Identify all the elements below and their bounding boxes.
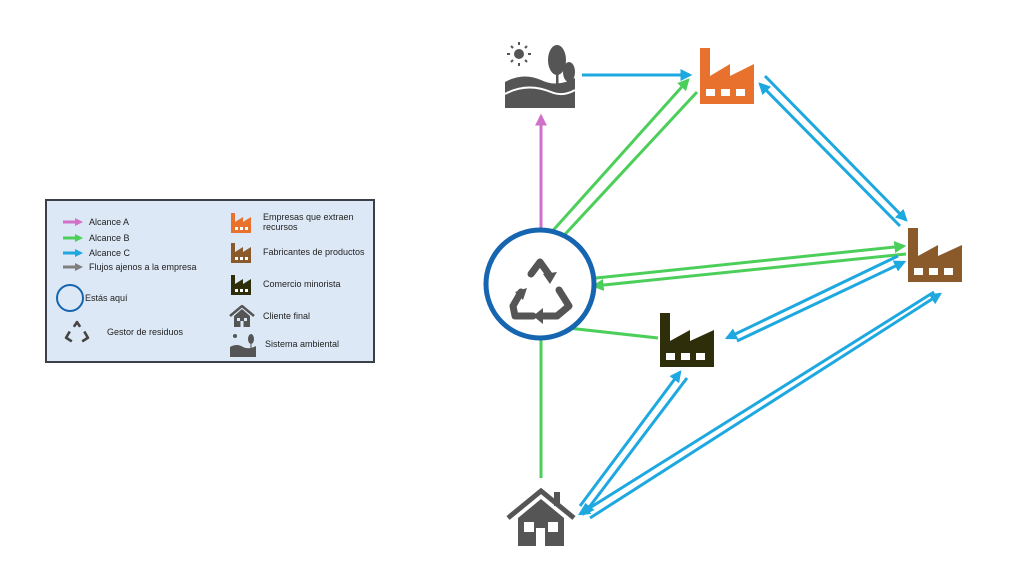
flows-layer xyxy=(535,69,943,520)
flow-arrow-manufacturer-to-extractor xyxy=(758,82,902,228)
house-icon xyxy=(506,487,576,546)
legend-item-scope-b: Alcance B xyxy=(63,233,130,243)
flow-arrow-manufacturer-to-customer xyxy=(577,290,935,516)
legend-item-scope-c: Alcance C xyxy=(63,248,130,258)
flow-arrow-customer-to-manufacturer xyxy=(589,292,943,520)
arrow-icon xyxy=(63,218,83,226)
flow-arrow-customer-to-retailer xyxy=(578,370,682,507)
recycle-icon xyxy=(509,258,573,324)
flow-arrow-waste-manager-to-extractor xyxy=(546,78,690,238)
node-environment[interactable] xyxy=(504,42,576,108)
factory-icon xyxy=(231,213,251,233)
legend: Alcance A Alcance B Alcance C Flujos aje… xyxy=(45,199,375,363)
legend-label: Alcance C xyxy=(89,248,131,258)
legend-item-you-are-here: Estás aquí xyxy=(55,283,128,313)
legend-label: Alcance B xyxy=(89,233,130,243)
legend-item-manufacturer: Fabricantes de productos xyxy=(229,241,365,263)
flow-arrow-manufacturer-to-waste-manager xyxy=(591,252,907,291)
legend-label: Sistema ambiental xyxy=(265,339,340,349)
node-waste-manager[interactable] xyxy=(483,227,597,341)
arrow-icon xyxy=(63,263,83,271)
factory-icon xyxy=(700,48,754,104)
factory-icon xyxy=(231,275,251,295)
legend-label: Flujos ajenos a la empresa xyxy=(89,262,197,272)
legend-label: Alcance A xyxy=(89,217,130,227)
node-manufacturer[interactable] xyxy=(908,228,962,282)
flow-arrow-retailer-to-customer xyxy=(582,377,689,516)
landscape-icon xyxy=(504,42,576,108)
legend-item-customer: Cliente final xyxy=(229,305,310,327)
legend-item-scope-a: Alcance A xyxy=(63,217,129,227)
legend-label: Gestor de residuos xyxy=(107,327,184,337)
flow-arrow-waste-manager-to-manufacturer xyxy=(595,241,907,280)
you-are-here-ring xyxy=(483,227,597,341)
flow-arrow-manufacturer-to-retailer xyxy=(724,254,899,340)
factory-icon xyxy=(908,228,962,282)
factory-icon xyxy=(660,313,714,367)
flow-arrow-extractor-to-waste-manager xyxy=(554,90,699,246)
arrow-icon xyxy=(63,249,83,257)
legend-item-extractor: Empresas que extraen recursos xyxy=(229,211,363,233)
landscape-icon xyxy=(230,334,256,357)
legend-label: Fabricantes de productos xyxy=(263,247,365,257)
legend-label: Comercio minorista xyxy=(263,279,341,289)
legend-item-external-flows: Flujos ajenos a la empresa xyxy=(63,262,197,272)
legend-label: Estás aquí xyxy=(85,293,128,303)
circle-icon xyxy=(56,284,84,312)
factory-icon xyxy=(231,243,251,263)
flow-arrow-extractor-to-manufacturer xyxy=(763,74,908,222)
arrow-icon xyxy=(63,234,83,242)
legend-label: Cliente final xyxy=(263,311,311,321)
legend-label: Empresas que extraen recursos xyxy=(263,212,354,232)
legend-item-waste-manager: Gestor de residuos xyxy=(63,319,183,345)
node-retailer[interactable] xyxy=(660,313,714,367)
flow-arrow-retailer-to-manufacturer xyxy=(736,260,907,343)
legend-item-environment: Sistema ambiental xyxy=(229,331,339,357)
node-customer[interactable] xyxy=(506,487,576,546)
node-extractor[interactable] xyxy=(700,48,754,104)
legend-item-retailer: Comercio minorista xyxy=(229,273,341,295)
recycle-icon xyxy=(64,320,90,343)
house-icon xyxy=(229,305,255,327)
